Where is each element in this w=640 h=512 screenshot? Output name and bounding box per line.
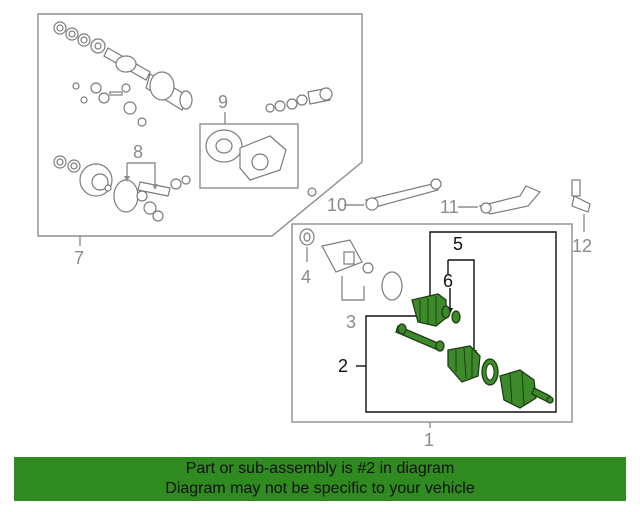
callout-7: 7 (74, 248, 84, 268)
callout-10: 10 (327, 195, 347, 215)
callout-9: 9 (218, 92, 228, 112)
axle-panel: 1 4 3 2 5 6 (291, 223, 573, 450)
callout-5: 5 (453, 234, 463, 254)
callout-1: 1 (424, 430, 434, 450)
callout-6: 6 (443, 271, 453, 291)
cv-axle-highlighted (395, 293, 554, 409)
info-banner: Part or sub-assembly is #2 in diagram Di… (14, 457, 626, 501)
differential-carrier (205, 129, 287, 181)
callout-12: 12 (572, 236, 592, 256)
banner-line-2: Diagram may not be specific to your vehi… (165, 480, 475, 497)
callout-11: 11 (440, 197, 459, 217)
linkage-parts: 10 11 12 (327, 178, 592, 256)
differential-gears (53, 155, 317, 222)
differential-top-parts (53, 21, 333, 127)
banner-line-1: Part or sub-assembly is #2 in diagram (185, 460, 455, 477)
callout-8: 8 (133, 142, 143, 162)
callout-3: 3 (346, 312, 356, 332)
callout-2: 2 (338, 356, 348, 376)
callout-4: 4 (301, 267, 311, 287)
differential-panel: 8 9 7 (37, 13, 363, 268)
parts-diagram: 8 9 7 10 11 12 1 (37, 13, 592, 450)
